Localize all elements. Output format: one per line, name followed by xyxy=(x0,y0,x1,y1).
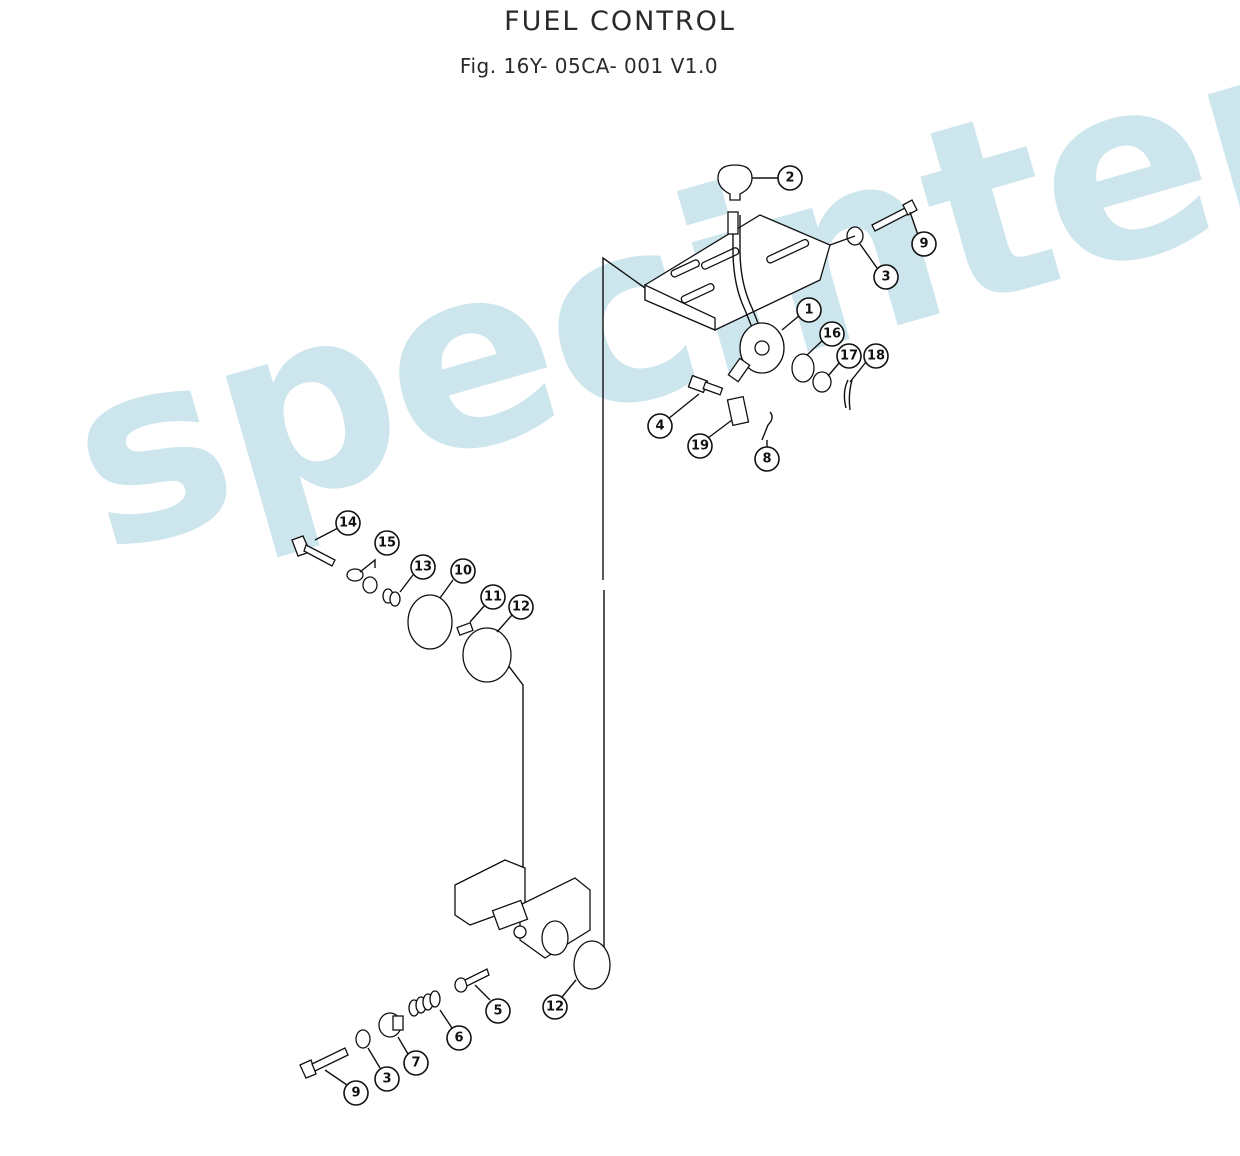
callout-14: 14 xyxy=(335,510,361,536)
svg-text:14: 14 xyxy=(339,516,357,531)
ring-12-upper xyxy=(462,627,512,683)
svg-text:8: 8 xyxy=(762,452,771,467)
callout-3-upper: 3 xyxy=(873,264,899,290)
washer-15b xyxy=(362,576,378,594)
svg-text:2: 2 xyxy=(785,171,794,186)
figure-number: Fig. 16Y- 05CA- 001 V1.0 xyxy=(459,54,719,78)
bolt-4 xyxy=(687,374,724,396)
disk-10 xyxy=(407,594,453,650)
ring-12-lower xyxy=(573,940,611,990)
svg-text:15: 15 xyxy=(378,536,396,551)
callout-19: 19 xyxy=(687,433,713,459)
bolt-5 xyxy=(454,968,490,993)
bushing-7 xyxy=(378,1012,404,1038)
control-lever xyxy=(727,211,785,383)
washer-15a xyxy=(346,568,364,582)
cap-17 xyxy=(812,371,832,393)
pedal-assembly-lower xyxy=(454,859,591,959)
block-19 xyxy=(726,395,750,427)
bolt-lower xyxy=(299,1047,349,1079)
callout-11: 11 xyxy=(480,584,506,610)
svg-text:5: 5 xyxy=(493,1004,502,1019)
svg-text:16: 16 xyxy=(823,327,841,342)
nut-lower xyxy=(355,1029,371,1049)
callout-12-upper: 12 xyxy=(508,594,534,620)
callout-9-lower: 9 xyxy=(343,1080,369,1106)
svg-text:3: 3 xyxy=(382,1072,391,1087)
knob-part xyxy=(717,164,753,201)
bolt-upper xyxy=(871,199,918,232)
callout-4: 4 xyxy=(647,413,673,439)
svg-text:11: 11 xyxy=(484,590,502,605)
spring-6 xyxy=(408,990,441,1017)
pin-18 xyxy=(843,379,853,411)
pin-11 xyxy=(456,622,474,636)
svg-text:4: 4 xyxy=(655,419,664,434)
callout-2: 2 xyxy=(777,165,803,191)
svg-text:9: 9 xyxy=(351,1086,360,1101)
callout-7: 7 xyxy=(403,1050,429,1076)
callout-15: 15 xyxy=(374,530,400,556)
spring-13 xyxy=(382,588,401,607)
svg-text:13: 13 xyxy=(414,560,432,575)
callout-12-lower: 12 xyxy=(542,994,568,1020)
svg-text:9: 9 xyxy=(919,237,928,252)
callout-18: 18 xyxy=(863,343,889,369)
svg-text:10: 10 xyxy=(454,564,472,579)
svg-text:18: 18 xyxy=(867,349,885,364)
svg-text:19: 19 xyxy=(691,439,709,454)
callout-1: 1 xyxy=(796,297,822,323)
callout-9-upper: 9 xyxy=(911,231,937,257)
svg-text:17: 17 xyxy=(840,349,858,364)
bolt-14 xyxy=(291,535,336,567)
callout-13: 13 xyxy=(410,554,436,580)
page-title: FUEL CONTROL xyxy=(504,6,736,37)
callout-10: 10 xyxy=(450,558,476,584)
svg-text:7: 7 xyxy=(411,1056,420,1071)
svg-text:3: 3 xyxy=(881,270,890,285)
callout-5: 5 xyxy=(485,998,511,1024)
svg-text:1: 1 xyxy=(804,303,813,318)
washer-16 xyxy=(791,353,815,383)
svg-text:12: 12 xyxy=(546,1000,564,1015)
svg-text:12: 12 xyxy=(512,600,530,615)
callout-17: 17 xyxy=(836,343,862,369)
callout-8: 8 xyxy=(754,446,780,472)
cotter-pin-8 xyxy=(761,411,773,441)
pedal-bracket-upper xyxy=(644,214,831,331)
callout-16: 16 xyxy=(819,321,845,347)
leader-lines xyxy=(314,177,919,1086)
callout-3-lower: 3 xyxy=(374,1066,400,1092)
callout-6: 6 xyxy=(446,1025,472,1051)
svg-text:6: 6 xyxy=(454,1031,463,1046)
